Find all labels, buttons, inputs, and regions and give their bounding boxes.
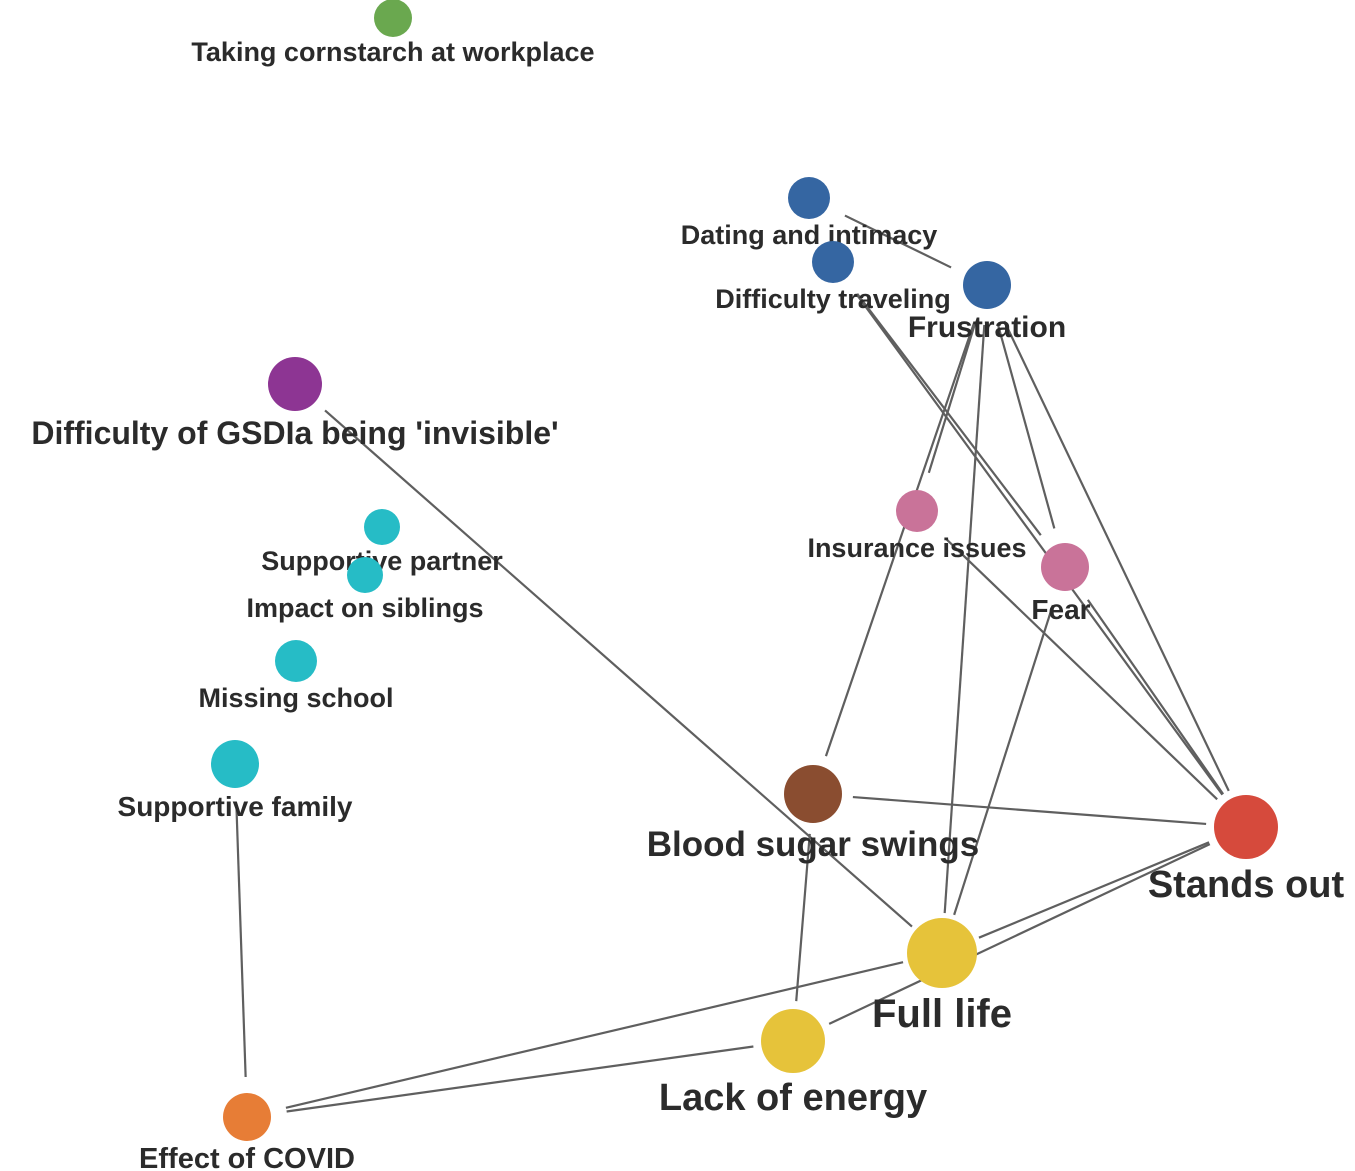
node-circle-missing-school	[275, 640, 317, 682]
edge-insurance-issues-to-stands-out	[945, 537, 1218, 801]
node-label-gsdia-invisible: Difficulty of GSDIa being 'invisible'	[31, 415, 558, 451]
node-label-full-life: Full life	[872, 992, 1012, 1036]
node-gsdia-invisible: Difficulty of GSDIa being 'invisible'	[31, 357, 559, 451]
node-circle-taking-cornstarch	[374, 0, 412, 37]
node-insurance-issues: Insurance issues	[807, 490, 1027, 563]
edge-stands-out-to-lack-of-energy	[828, 843, 1211, 1025]
edge-blood-sugar-swings-to-lack-of-energy	[795, 833, 811, 1002]
node-taking-cornstarch: Taking cornstarch at workplace	[191, 0, 595, 67]
edge-layer	[235, 214, 1230, 1113]
node-dating-intimacy: Dating and intimacy	[681, 177, 938, 250]
node-blood-sugar-swings: Blood sugar swings	[647, 765, 980, 864]
node-lack-of-energy: Lack of energy	[659, 1009, 927, 1119]
node-label-insurance-issues: Insurance issues	[807, 533, 1026, 563]
edge-stands-out-to-full-life	[978, 841, 1210, 939]
node-effect-covid: Effect of COVID	[139, 1093, 355, 1171]
node-circle-insurance-issues	[896, 490, 938, 532]
node-label-blood-sugar-swings: Blood sugar swings	[647, 825, 980, 864]
node-circle-full-life	[907, 918, 977, 988]
node-label-stands-out: Stands out	[1148, 864, 1345, 906]
node-label-effect-covid: Effect of COVID	[139, 1143, 355, 1171]
node-label-dating-intimacy: Dating and intimacy	[681, 220, 938, 250]
node-frustration: Frustration	[908, 261, 1066, 344]
edge-frustration-to-insurance-issues	[927, 322, 977, 474]
node-circle-difficulty-traveling	[812, 241, 854, 283]
node-difficulty-traveling: Difficulty traveling	[715, 241, 951, 314]
node-label-supportive-family: Supportive family	[118, 791, 353, 822]
node-circle-stands-out	[1214, 795, 1278, 859]
node-label-lack-of-energy: Lack of energy	[659, 1077, 927, 1119]
edge-frustration-to-blood-sugar-swings	[824, 322, 976, 757]
node-circle-fear	[1041, 543, 1089, 591]
node-missing-school: Missing school	[198, 640, 394, 713]
node-full-life: Full life	[872, 918, 1012, 1036]
node-circle-frustration	[963, 261, 1011, 309]
edge-fear-to-stands-out	[1086, 599, 1225, 795]
edge-frustration-to-stands-out	[1003, 320, 1230, 792]
edge-dating-intimacy-to-frustration	[844, 214, 952, 269]
node-label-difficulty-traveling: Difficulty traveling	[715, 284, 951, 314]
node-circle-supportive-partner	[364, 509, 400, 545]
node-label-missing-school: Missing school	[198, 683, 393, 713]
edge-frustration-to-full-life	[943, 324, 986, 914]
node-label-taking-cornstarch: Taking cornstarch at workplace	[191, 37, 594, 67]
node-circle-supportive-family	[211, 740, 259, 788]
node-circle-dating-intimacy	[788, 177, 830, 219]
node-supportive-family: Supportive family	[118, 740, 353, 822]
node-label-fear: Fear	[1031, 594, 1090, 625]
edge-difficulty-traveling-to-stands-out	[855, 293, 1224, 796]
node-circle-lack-of-energy	[761, 1009, 825, 1073]
edge-lack-of-energy-to-effect-covid	[286, 1045, 754, 1113]
node-circle-effect-covid	[223, 1093, 271, 1141]
edge-difficulty-traveling-to-fear	[856, 293, 1042, 536]
edge-frustration-to-fear	[996, 323, 1056, 529]
node-supportive-partner: Supportive partner	[261, 509, 503, 576]
edge-supportive-family-to-effect-covid	[235, 803, 247, 1078]
node-impact-siblings: Impact on siblings	[246, 557, 484, 623]
node-circle-gsdia-invisible	[268, 357, 322, 411]
node-fear: Fear	[1031, 543, 1091, 625]
edge-blood-sugar-swings-to-stands-out	[852, 795, 1207, 826]
node-stands-out: Stands out	[1148, 795, 1345, 906]
edge-full-life-to-effect-covid	[285, 961, 904, 1109]
node-circle-blood-sugar-swings	[784, 765, 842, 823]
edge-gsdia-invisible-to-full-life	[324, 409, 913, 928]
edge-fear-to-full-life	[953, 604, 1054, 916]
node-label-frustration: Frustration	[908, 311, 1066, 344]
node-circle-impact-siblings	[347, 557, 383, 593]
node-label-impact-siblings: Impact on siblings	[246, 593, 483, 623]
